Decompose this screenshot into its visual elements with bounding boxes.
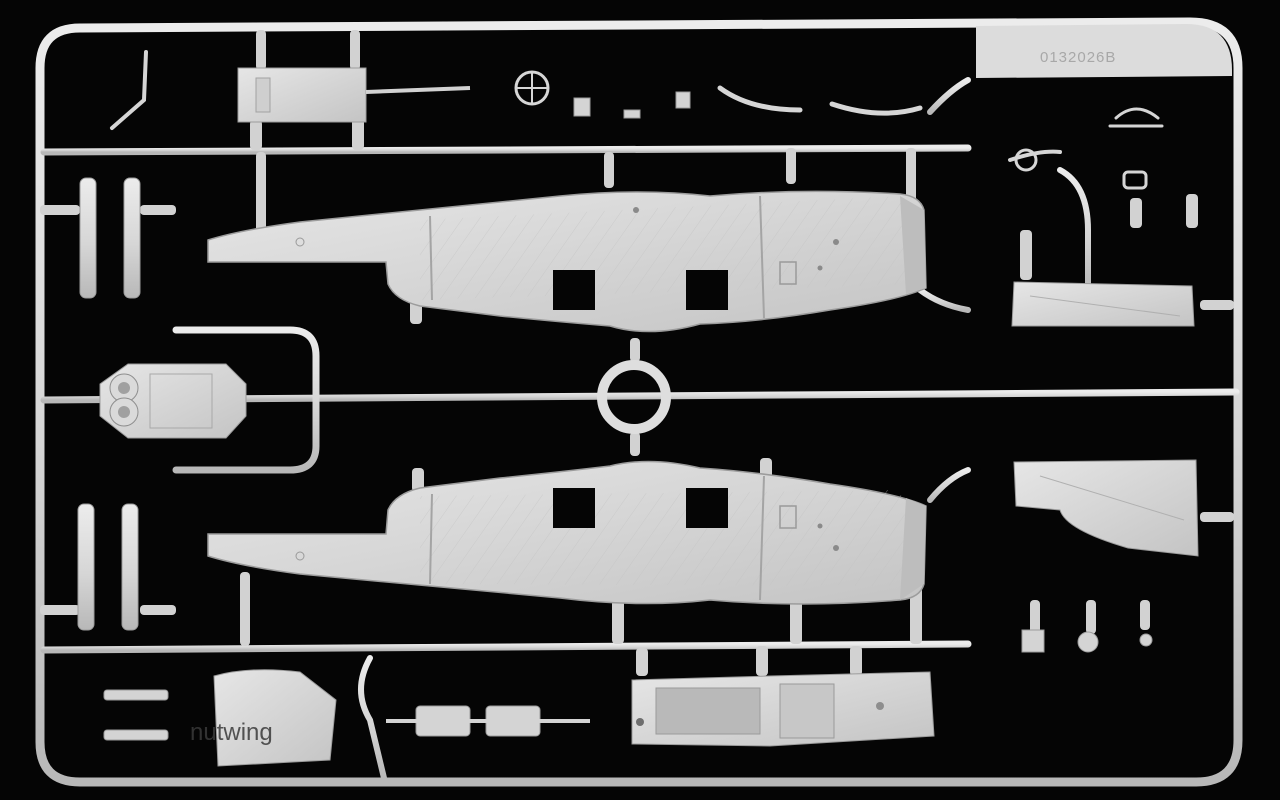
- strut-parts: [77, 177, 141, 631]
- part-number-label: 0132026B: [1040, 49, 1116, 66]
- watermark: nutwing: [190, 719, 273, 746]
- cowling-ring: [597, 360, 671, 434]
- seat-panel: [237, 67, 471, 123]
- cockpit-floor-frame: [631, 671, 935, 747]
- engine-plate: [99, 363, 247, 439]
- bottom-small-parts: [103, 689, 590, 741]
- fin-part: [213, 669, 337, 767]
- fuselage-half-upper: [207, 190, 927, 333]
- small-parts-top: [110, 50, 1164, 190]
- sprue-frame: [35, 17, 1243, 787]
- tail-panel-upper: [1011, 281, 1195, 327]
- part-number-tag: 0132026B: [976, 24, 1232, 78]
- small-parts-right: [1021, 629, 1153, 653]
- small-blocks-top: [573, 91, 691, 119]
- tail-panel-lower: [1013, 459, 1199, 557]
- fuselage-half-lower: [207, 460, 927, 605]
